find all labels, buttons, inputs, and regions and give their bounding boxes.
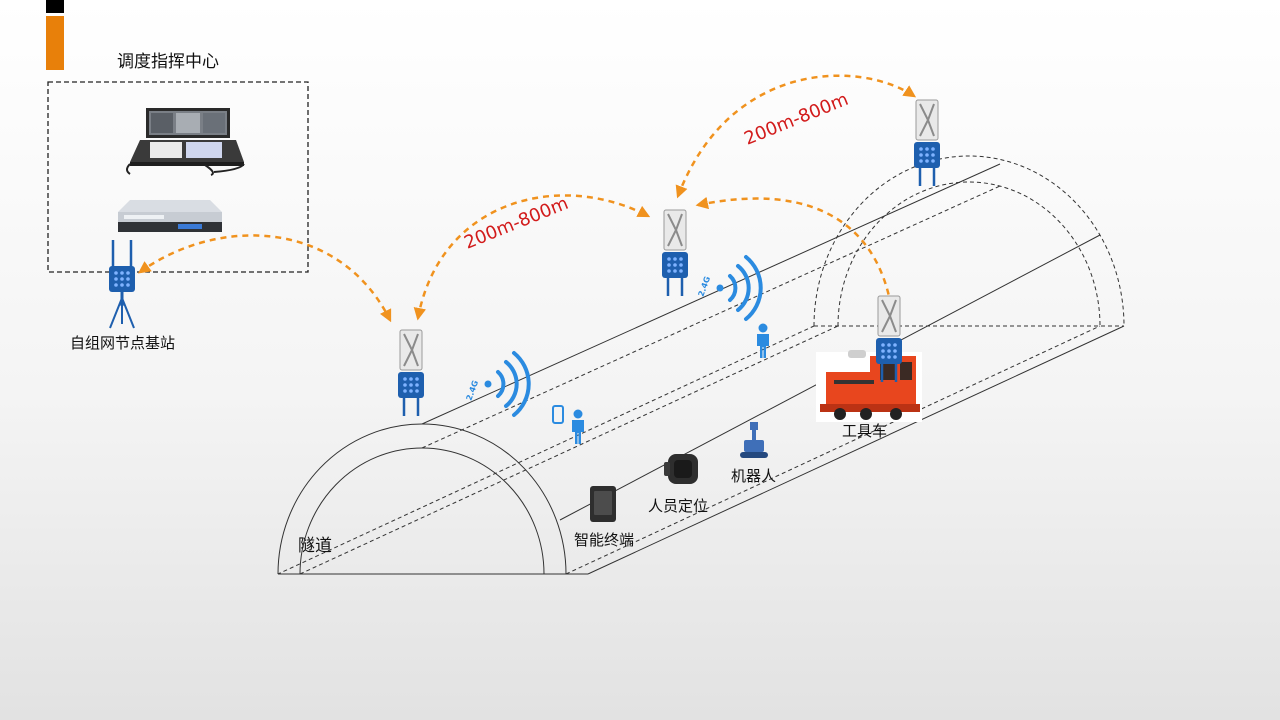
node-station-label: 自组网节点基站 <box>70 334 176 352</box>
work-vehicle-icon <box>816 350 922 422</box>
wifi-1-icon <box>482 351 531 417</box>
server-icon <box>118 200 222 232</box>
wifi-2-icon <box>714 255 763 321</box>
person-2-icon <box>757 323 769 358</box>
smartwatch-icon <box>664 454 698 484</box>
work-vehicle-label: 工具车 <box>842 422 888 440</box>
base-station-icon <box>109 240 135 329</box>
robot-label: 机器人 <box>731 467 777 485</box>
smart-terminal-label: 智能终端 <box>574 531 635 549</box>
node-1-icon <box>396 328 426 418</box>
node-3-icon <box>912 98 942 188</box>
title-bar-dark <box>46 0 64 13</box>
tunnel-label: 隧道 <box>298 536 332 556</box>
dispatch-center-title: 调度指挥中心 <box>117 52 219 72</box>
smart-terminal-icon <box>590 486 616 522</box>
title-bar-accent <box>46 16 64 70</box>
link-arrows <box>137 74 917 323</box>
person-1-icon <box>572 409 584 444</box>
robot-icon <box>740 422 768 458</box>
phone-icon <box>552 405 564 424</box>
personnel-positioning-label: 人员定位 <box>648 497 709 515</box>
node-2-icon <box>660 208 690 298</box>
console-icon <box>126 108 245 176</box>
